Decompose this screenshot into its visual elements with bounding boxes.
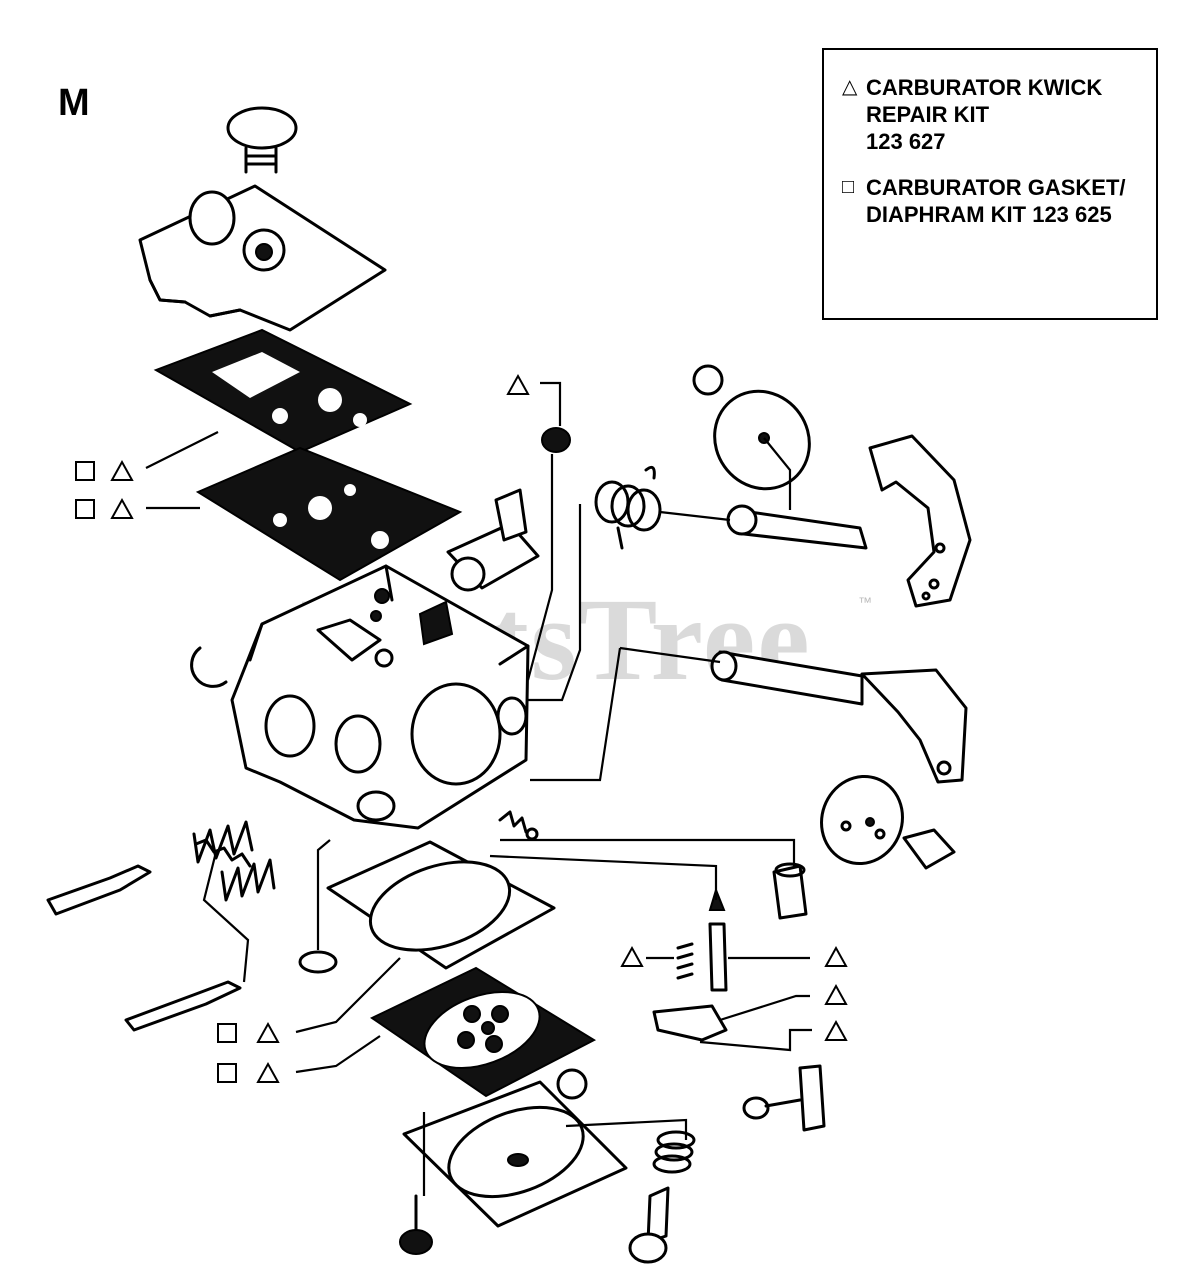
throttle-shaft-assembly [710, 650, 968, 870]
leader-lines [145, 381, 812, 1196]
pump-cover [138, 184, 387, 332]
cover-screw [399, 1194, 433, 1255]
mixture-needles [46, 820, 276, 1032]
adjusting-screw [628, 1130, 696, 1264]
metering-cover [402, 1068, 628, 1228]
triangle-symbol-icon: △ [842, 76, 858, 98]
callout-lever-pin [824, 1019, 848, 1041]
throttle-spring [594, 465, 662, 550]
legend-text-line: 123 627 [866, 129, 946, 154]
square-symbol-icon: □ [842, 176, 855, 198]
small-spring [498, 810, 528, 834]
fuel-inlet-fitting [446, 488, 540, 592]
legend-text-line: CARBURATOR GASKET/ [866, 175, 1126, 200]
section-letter: M [58, 82, 90, 124]
callout-metering-diaphragm [217, 1061, 280, 1083]
welch-plug [298, 950, 338, 974]
kit-legend-box: △ CARBURATOR KWICK REPAIR KIT 123 627 □ … [822, 48, 1158, 320]
lower-gasket [195, 446, 463, 582]
callout-gasket-upper [75, 459, 134, 481]
metering-diaphragm [370, 966, 597, 1098]
trademark-mark: ™ [858, 594, 872, 610]
carburetor-body [230, 564, 530, 830]
upper-gasket [153, 328, 413, 454]
cover-screw-knob [226, 106, 298, 174]
retaining-clip [190, 646, 228, 688]
choke-shaft-assembly [692, 364, 972, 608]
pump-gasket [326, 840, 556, 970]
inlet-needle-parts [652, 862, 826, 1132]
callout-needle-spring [620, 945, 644, 967]
callout-metering-lever [824, 983, 848, 1005]
check-ball [525, 827, 539, 841]
legend-text-line: DIAPHRAM KIT 123 625 [866, 202, 1112, 227]
callout-inlet-screen [506, 373, 530, 395]
inlet-screen [541, 427, 571, 453]
callout-pump-gasket [217, 1021, 280, 1043]
callout-inlet-needle [824, 945, 848, 967]
callout-gasket-lower [75, 497, 134, 519]
legend-text-line: CARBURATOR KWICK [866, 75, 1103, 100]
legend-text-line: REPAIR KIT [866, 102, 990, 127]
